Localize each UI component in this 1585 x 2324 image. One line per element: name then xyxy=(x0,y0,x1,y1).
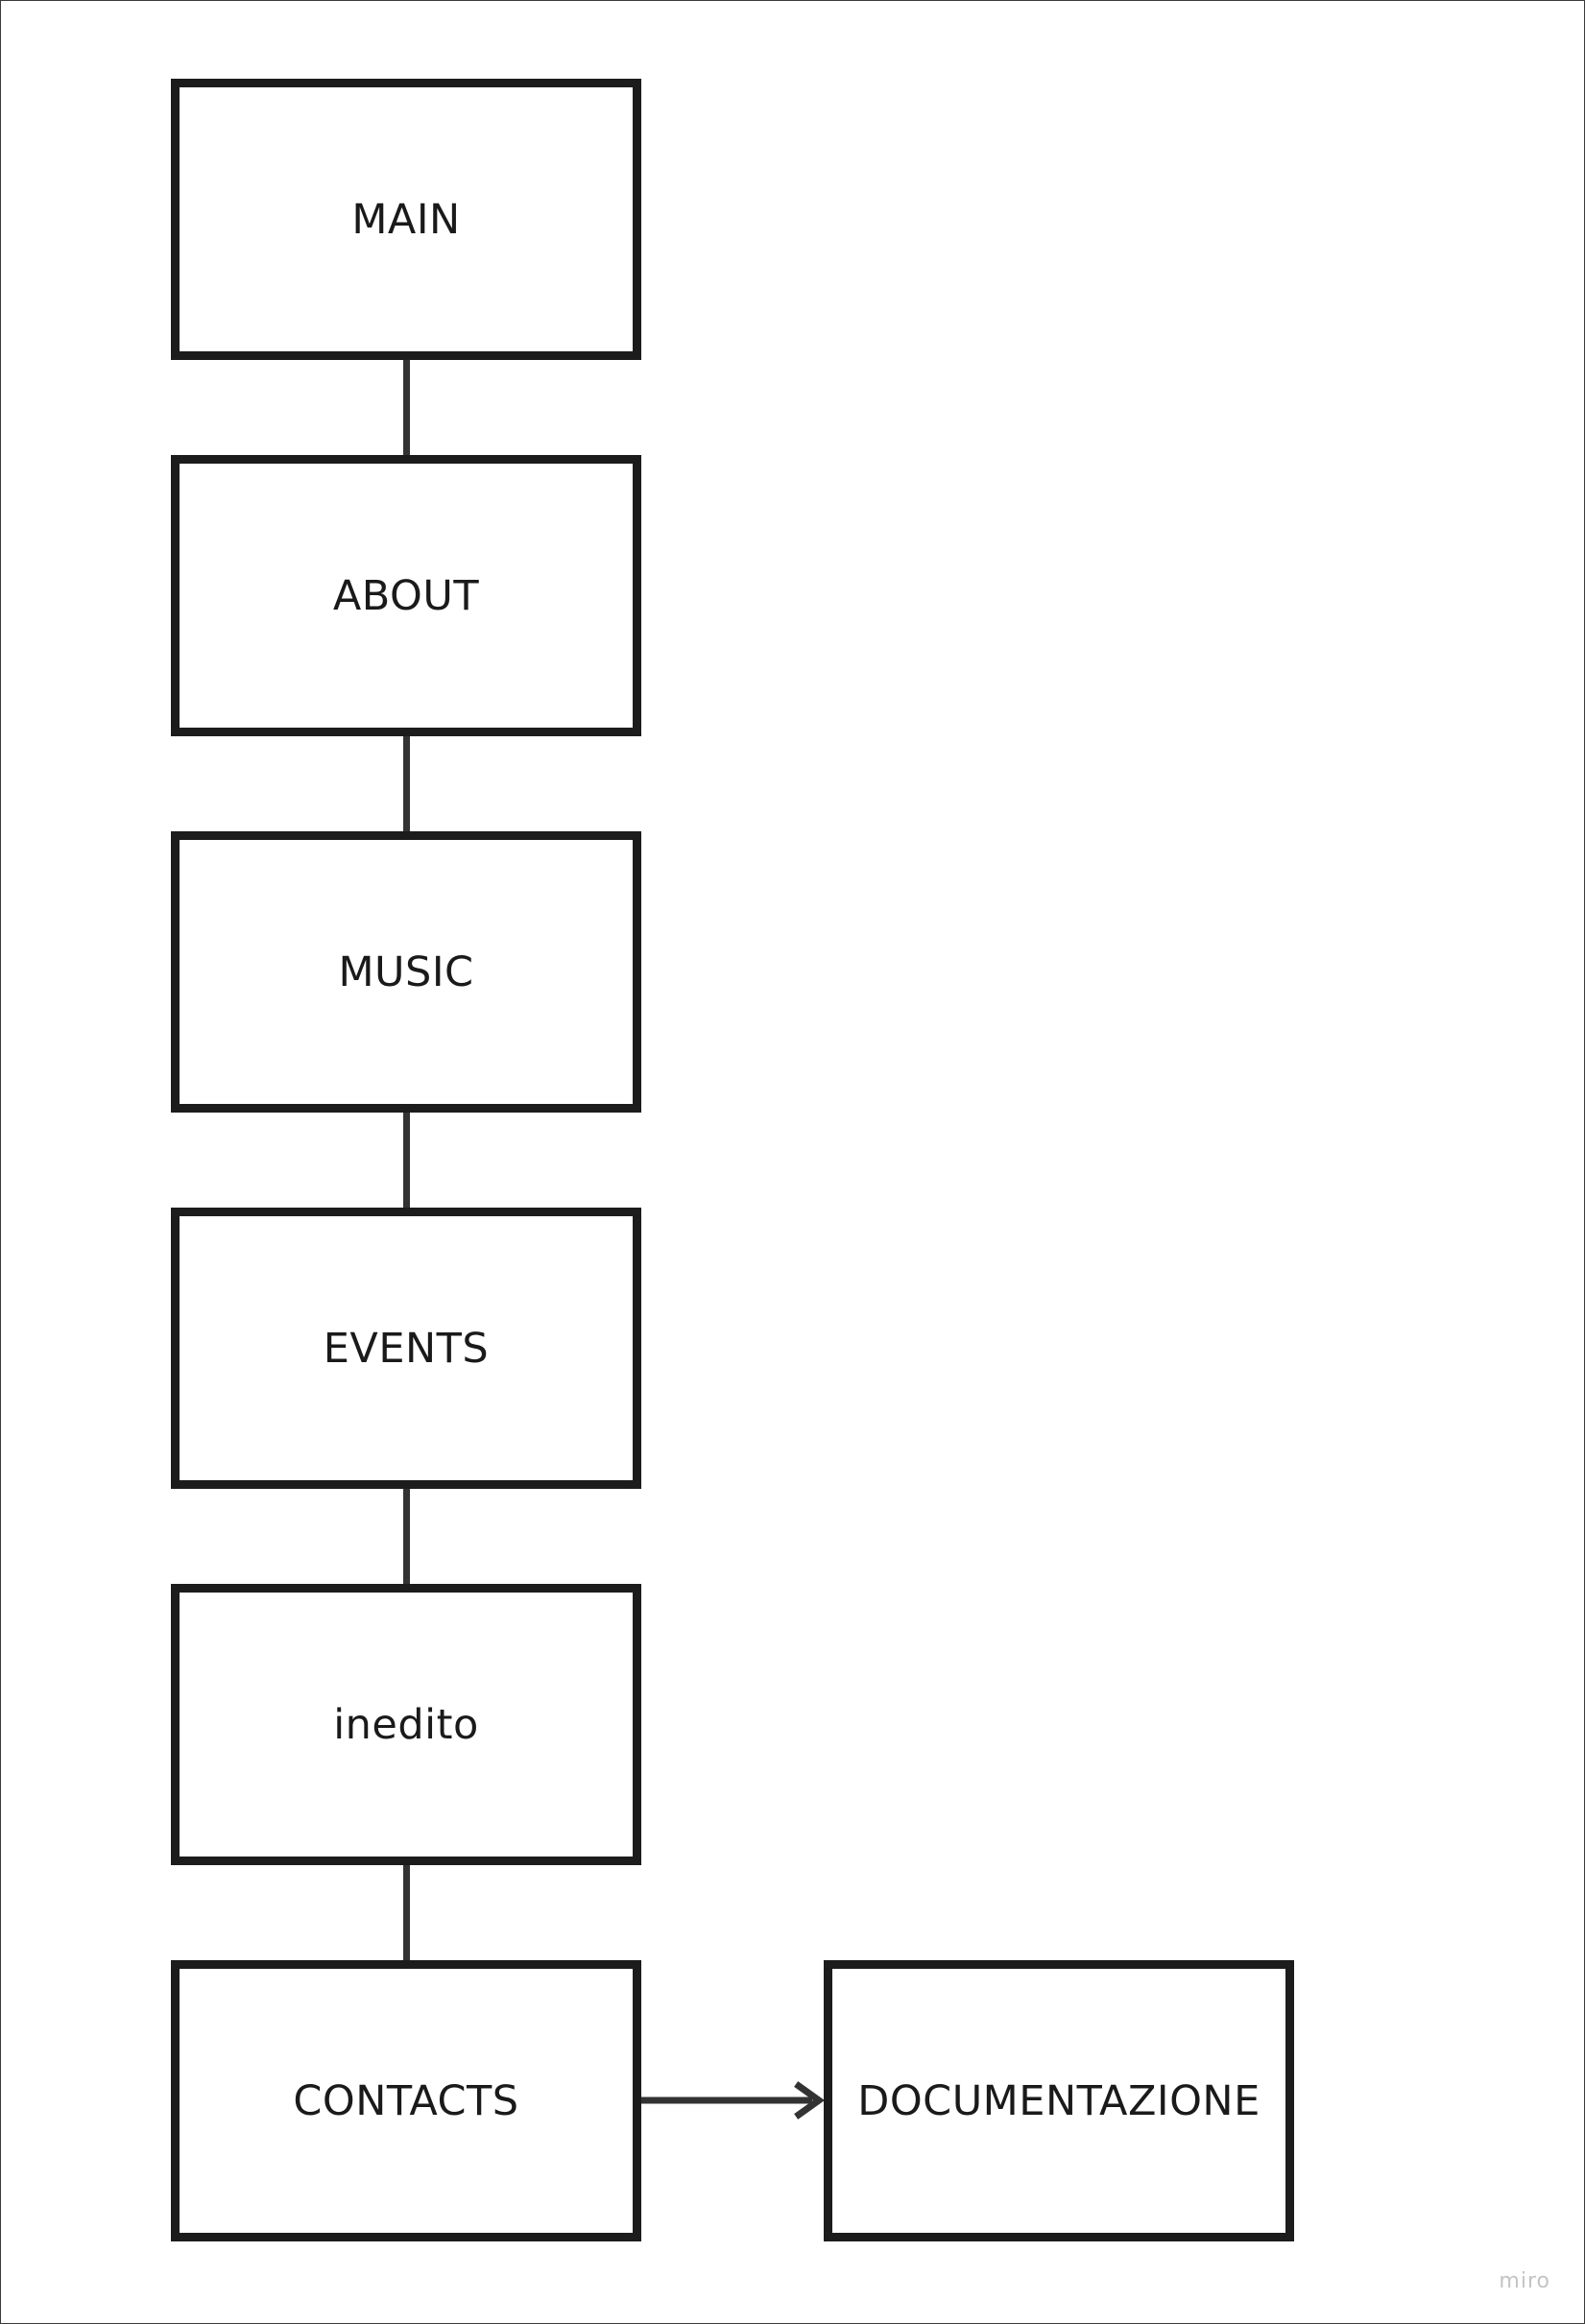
node-label-music: MUSIC xyxy=(338,947,474,996)
edge-inedito-contacts xyxy=(403,1865,410,1960)
node-label-about: ABOUT xyxy=(332,571,480,620)
node-label-contacts: CONTACTS xyxy=(293,2076,519,2125)
node-inedito[interactable]: inedito xyxy=(171,1584,641,1865)
node-documentazione[interactable]: DOCUMENTAZIONE xyxy=(824,1960,1294,2241)
node-label-documentazione: DOCUMENTAZIONE xyxy=(857,2076,1261,2125)
edge-music-events xyxy=(403,1113,410,1208)
node-label-inedito: inedito xyxy=(333,1700,479,1749)
edge-main-about xyxy=(403,360,410,455)
node-events[interactable]: EVENTS xyxy=(171,1208,641,1489)
node-contacts[interactable]: CONTACTS xyxy=(171,1960,641,2241)
node-main[interactable]: MAIN xyxy=(171,79,641,360)
node-about[interactable]: ABOUT xyxy=(171,455,641,736)
edge-about-music xyxy=(403,736,410,831)
arrowhead-icon xyxy=(794,2081,826,2120)
node-label-events: EVENTS xyxy=(323,1324,490,1373)
edge-events-inedito xyxy=(403,1489,410,1584)
node-music[interactable]: MUSIC xyxy=(171,831,641,1113)
miro-watermark: miro xyxy=(1499,2269,1550,2293)
node-label-main: MAIN xyxy=(351,195,461,244)
